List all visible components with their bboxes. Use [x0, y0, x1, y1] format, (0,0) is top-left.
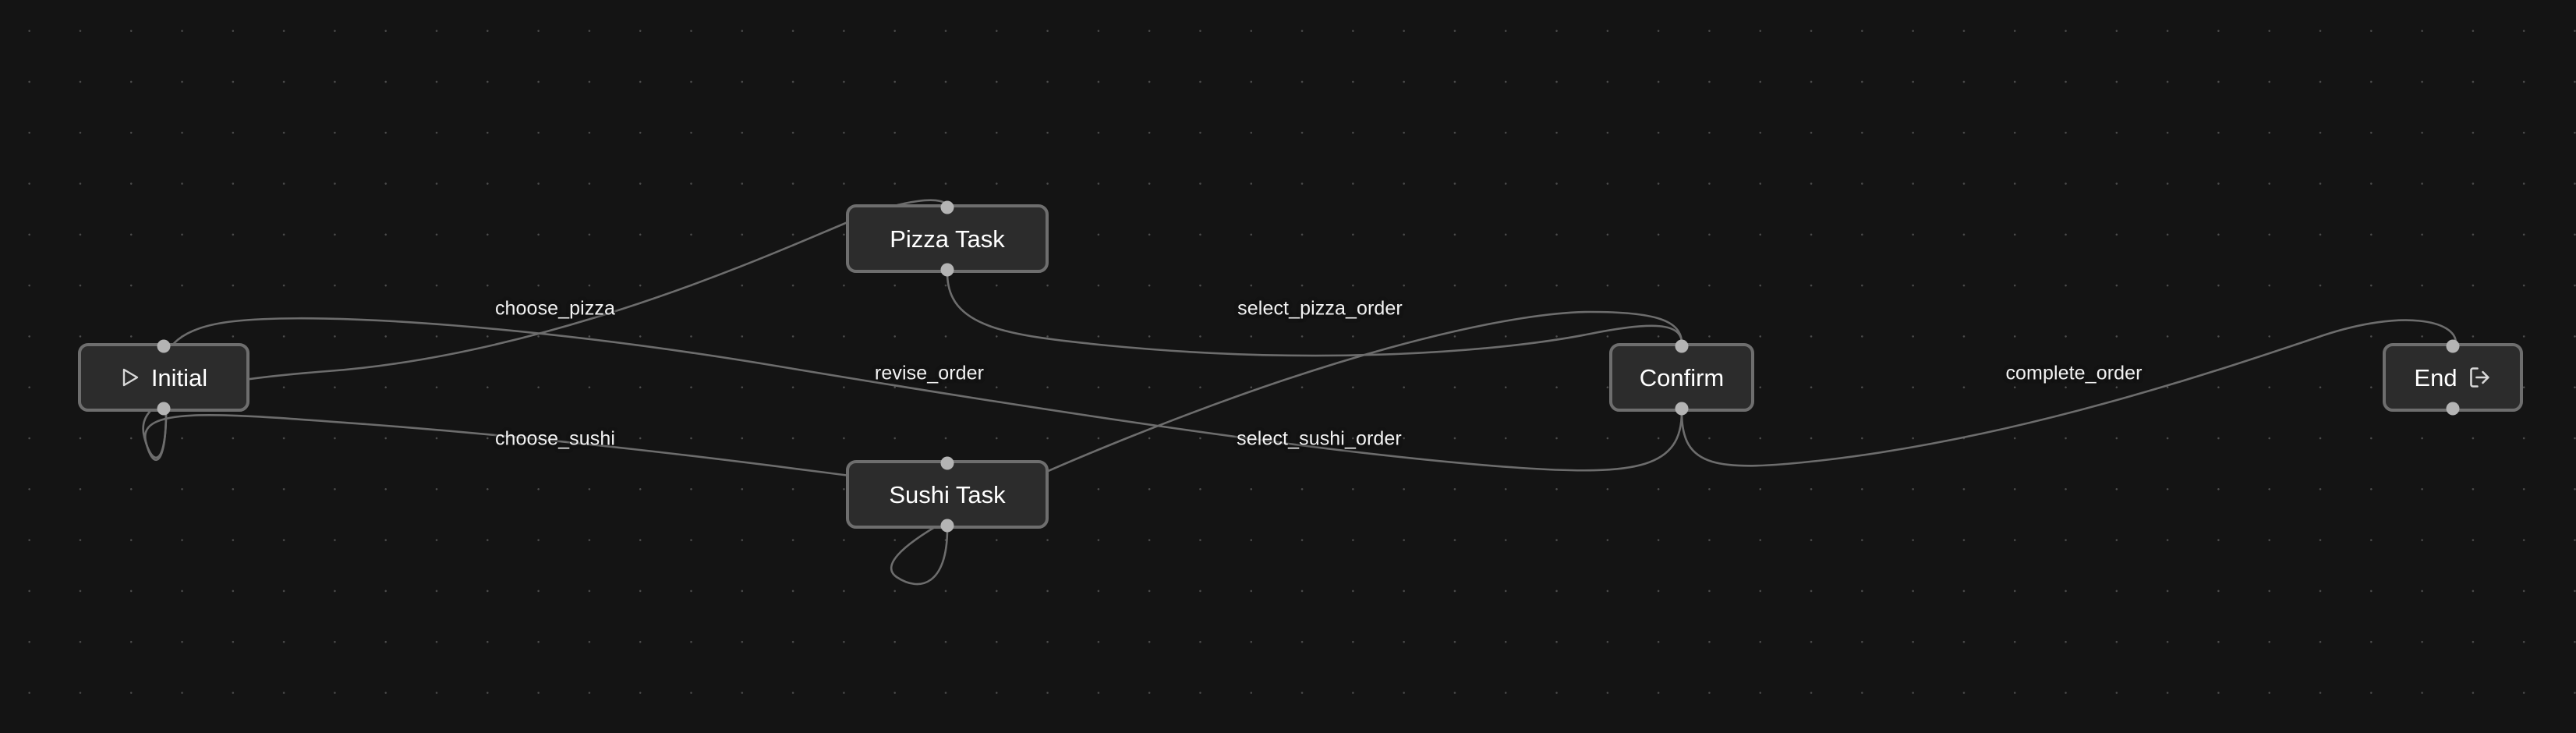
edge-label-select-sushi-order[interactable]: select_sushi_order	[1237, 427, 1402, 450]
handle-source-end[interactable]	[2446, 402, 2460, 416]
handle-source-confirm[interactable]	[1675, 402, 1689, 416]
handle-source-sushi-task[interactable]	[940, 519, 954, 533]
node-end[interactable]: End	[2383, 339, 2523, 416]
edge-choose-pizza[interactable]	[142, 199, 949, 459]
node-label-end: End	[2414, 363, 2457, 391]
handle-target-confirm[interactable]	[1675, 339, 1689, 353]
handle-source-pizza-task[interactable]	[940, 263, 954, 277]
node-label-confirm: Confirm	[1639, 363, 1725, 391]
edge-complete-order[interactable]	[1680, 319, 2457, 467]
play-triangle-icon	[120, 366, 140, 388]
edge-label-revise-order[interactable]: revise_order	[874, 362, 985, 384]
node-label-initial: Initial	[150, 363, 208, 391]
edge-label-complete-order[interactable]: complete_order	[2005, 362, 2143, 384]
edge-revise-order[interactable]	[165, 317, 1683, 472]
handle-target-end[interactable]	[2446, 339, 2460, 353]
node-initial[interactable]: Initial	[78, 339, 249, 416]
node-confirm[interactable]: Confirm	[1609, 339, 1754, 416]
node-pizza-task[interactable]: Pizza Task	[846, 200, 1049, 277]
log-out-icon	[2468, 366, 2492, 389]
edge-label-choose-sushi[interactable]: choose_sushi	[494, 427, 616, 450]
handle-target-pizza-task[interactable]	[940, 200, 954, 214]
edge-label-choose-pizza[interactable]: choose_pizza	[494, 297, 616, 320]
handle-target-initial[interactable]	[157, 339, 171, 353]
node-label-sushi-task: Sushi Task	[889, 480, 1006, 508]
edge-label-select-pizza-order[interactable]: select_pizza_order	[1237, 297, 1403, 320]
node-label-pizza-task: Pizza Task	[890, 225, 1005, 253]
node-sushi-task[interactable]: Sushi Task	[846, 456, 1049, 533]
handle-target-sushi-task[interactable]	[940, 456, 954, 470]
handle-source-initial[interactable]	[157, 402, 171, 416]
